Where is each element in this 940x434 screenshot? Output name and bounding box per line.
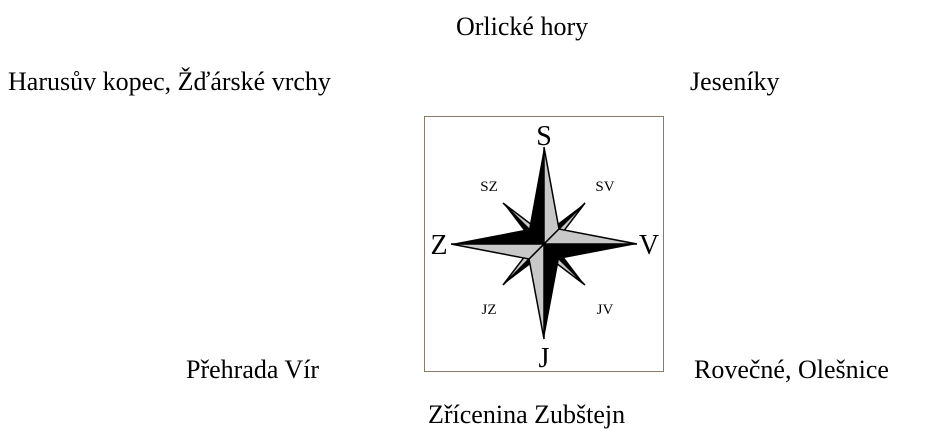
point-s-dark xyxy=(544,244,559,339)
point-n-dark xyxy=(529,147,544,244)
rose-letter-west: Z xyxy=(430,230,447,261)
label-northwest-harusuv-kopec: Harusův kopec, Žďárské vrchy xyxy=(8,67,331,96)
point-w-dark xyxy=(451,229,544,244)
point-n-light xyxy=(543,146,560,246)
compass-rose-star xyxy=(450,146,638,340)
rose-letter-northeast: SV xyxy=(595,179,614,195)
compass-rose-icon: S J V Z SZ SV JZ JV xyxy=(430,121,659,371)
label-northeast-jeseniky: Jeseníky xyxy=(690,67,780,96)
label-southwest-prehrada-vir: Přehrada Vír xyxy=(186,355,320,384)
point-w-light xyxy=(450,243,546,260)
label-north-orlicke-hory: Orlické hory xyxy=(456,12,589,41)
point-e-dark xyxy=(544,244,637,259)
rose-letter-north: S xyxy=(536,121,552,152)
rose-letter-southwest: JZ xyxy=(482,302,497,318)
rose-letter-southeast: JV xyxy=(597,302,614,318)
label-south-zricenina-zubstejn: Zřícenina Zubštejn xyxy=(428,400,626,429)
rose-letter-east: V xyxy=(639,230,659,261)
rose-letter-northwest: SZ xyxy=(480,179,498,195)
compass-rose-frame: S J V Z SZ SV JZ JV xyxy=(424,116,664,372)
label-southeast-rovecne-olesnice: Rovečné, Olešnice xyxy=(694,355,889,384)
point-e-light xyxy=(542,228,638,245)
rose-letter-south: J xyxy=(539,343,550,371)
point-s-light xyxy=(528,242,545,340)
